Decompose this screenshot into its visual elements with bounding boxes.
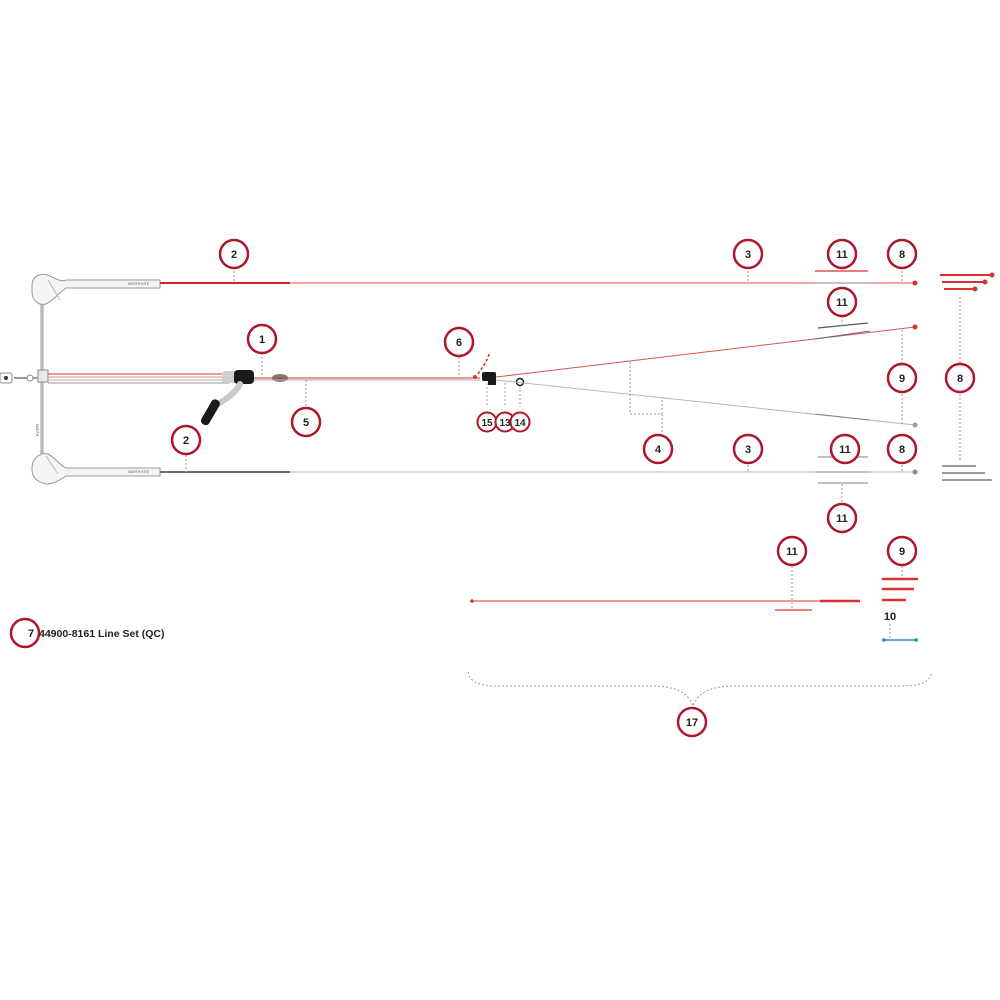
callout-number: 11 — [836, 249, 848, 261]
control-bar: NORTH KITE NORTH KITE NORTH — [0, 273, 161, 485]
callout-c2-left: 2 — [170, 424, 202, 456]
callout-number: 6 — [456, 337, 462, 349]
callout-c4: 4 — [642, 433, 674, 465]
callout-number: 8 — [899, 444, 905, 456]
callout-c11-below: 11 — [826, 502, 858, 534]
callout-circle — [732, 238, 764, 270]
callout-circle — [509, 411, 531, 433]
callout-number: 2 — [231, 249, 237, 261]
callout-circle — [776, 535, 808, 567]
callout-number: 2 — [183, 435, 189, 447]
line-set-callout — [9, 617, 41, 649]
main-lines — [48, 280, 918, 475]
bar-grip-bottom: NORTH KITE — [31, 453, 161, 485]
callout-c9-mid: 9 — [886, 362, 918, 394]
callout-number: 8 — [957, 373, 963, 385]
callout-c11-top: 11 — [826, 238, 858, 270]
callout-c3-lower: 3 — [732, 433, 764, 465]
callout-circle — [944, 362, 976, 394]
callout-c15: 15 — [476, 411, 498, 433]
callout-c10: 10 — [884, 611, 896, 623]
callout-circle — [886, 238, 918, 270]
callout-number: 1 — [259, 334, 265, 346]
callout-number: 8 — [899, 249, 905, 261]
callout-circle — [642, 433, 674, 465]
callout-c5: 5 — [290, 406, 322, 438]
callout-number: 11 — [836, 513, 848, 525]
callout-c8-right: 8 — [944, 362, 976, 394]
line-set-number: 7 — [28, 628, 34, 640]
callout-number: 11 — [839, 444, 851, 456]
leader-lines — [185, 267, 961, 708]
callout-c8-lower: 8 — [886, 433, 918, 465]
callout-c8-top: 8 — [886, 238, 918, 270]
callout-circle — [826, 238, 858, 270]
callout-circle — [826, 502, 858, 534]
callout-number: 9 — [899, 546, 905, 558]
callout-number: 5 — [303, 417, 309, 429]
callout-number: 4 — [655, 444, 662, 456]
callout-circle — [886, 433, 918, 465]
callout-c3-top: 3 — [732, 238, 764, 270]
line-set-legend: 7 44900-8161 Line Set (QC) — [9, 617, 164, 649]
bar-grip-top: NORTH KITE — [31, 273, 161, 305]
callout-circle — [732, 433, 764, 465]
callout-number: 11 — [836, 297, 848, 309]
grip-bottom-text: NORTH KITE — [128, 470, 150, 474]
callout-c2-top: 2 — [218, 238, 250, 270]
callout-circle — [886, 535, 918, 567]
callout-number: 11 — [786, 546, 798, 558]
callout-circle — [676, 706, 708, 738]
callout-c1: 1 — [246, 323, 278, 355]
bar-center-text: NORTH — [35, 424, 39, 437]
callout-c6: 6 — [443, 326, 475, 358]
callout-circle — [826, 286, 858, 318]
callout-number: 9 — [899, 373, 905, 385]
callout-circle — [170, 424, 202, 456]
callout-circle — [218, 238, 250, 270]
callout-number: 3 — [745, 444, 751, 456]
callout-number: 3 — [745, 249, 751, 261]
callout-number: 17 — [686, 717, 698, 729]
splitter-hardware — [473, 351, 525, 387]
callout-c17: 17 — [676, 706, 708, 738]
line-set-label: 44900-8161 Line Set (QC) — [39, 628, 164, 640]
callout-number: 14 — [514, 418, 526, 429]
callout-c9-bottom: 9 — [886, 535, 918, 567]
callout-c14: 14 — [509, 411, 531, 433]
callout-number: 15 — [481, 418, 493, 429]
callout-circle — [443, 326, 475, 358]
callout-c11-mid-upper: 11 — [826, 286, 858, 318]
callout-number: 13 — [499, 418, 511, 429]
callout-c11-bottom: 11 — [776, 535, 808, 567]
callout-circle — [246, 323, 278, 355]
grip-top-text: NORTH KITE — [128, 282, 150, 286]
callout-circle — [886, 362, 918, 394]
chicken-loop — [0, 372, 38, 384]
callout-circle — [290, 406, 322, 438]
callout-circle — [829, 433, 861, 465]
callout-c11-lower: 11 — [829, 433, 861, 465]
